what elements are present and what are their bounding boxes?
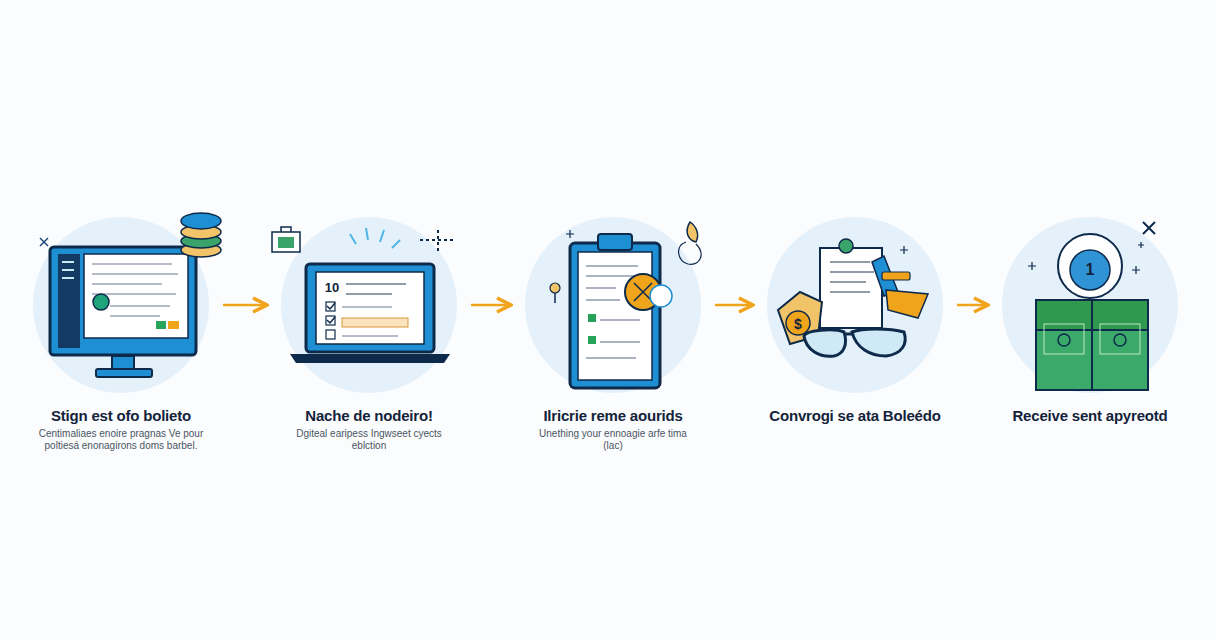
- step-node: Convrogi se ata Boleédo: [755, 217, 955, 424]
- step-circle: [513, 217, 713, 393]
- step-description: Centimaliaes enoire pragnas Ve pour polt…: [36, 428, 206, 451]
- step-circle: [755, 217, 955, 393]
- step-heading: Convrogi se ata Boleédo: [755, 407, 955, 424]
- step-circle: [990, 217, 1190, 393]
- money-icon: [1028, 222, 1155, 390]
- icon-label: 10: [325, 280, 339, 295]
- step-heading: Stign est ofo bolieto: [21, 407, 221, 424]
- document-glasses-icon: [778, 239, 928, 356]
- icon-label: $: [794, 316, 802, 332]
- step-circle: [21, 217, 221, 393]
- step-node: Stign est ofo bolietoCentimaliaes enoire…: [21, 217, 221, 451]
- flow-arrow: [715, 304, 753, 307]
- step-circle: [269, 217, 469, 393]
- step-heading: Ilricrie reme aourids: [513, 407, 713, 424]
- step-node: Ilricrie reme aouridsUnething your ennoa…: [513, 217, 713, 451]
- step-node: Nache de nodeiro! Dgiteal earipess Ingwse…: [269, 217, 469, 451]
- step-description: Unething your ennoagie arfe tima (lac): [528, 428, 698, 451]
- flow-arrow: [957, 304, 988, 307]
- clipboard-icon: [550, 222, 701, 388]
- icon-label: 1: [1086, 261, 1095, 279]
- laptop-icon: [272, 227, 456, 363]
- step-node: Receive sent apyreotd: [990, 217, 1190, 424]
- monitor-icon: [40, 213, 221, 377]
- flow-arrow: [223, 304, 267, 307]
- flow-arrow: [471, 304, 511, 307]
- step-description: Dgiteal earipess Ingwseet cyects eblctio…: [284, 428, 454, 451]
- step-heading: Nache de nodeiro!: [269, 407, 469, 424]
- step-heading: Receive sent apyreotd: [990, 407, 1190, 424]
